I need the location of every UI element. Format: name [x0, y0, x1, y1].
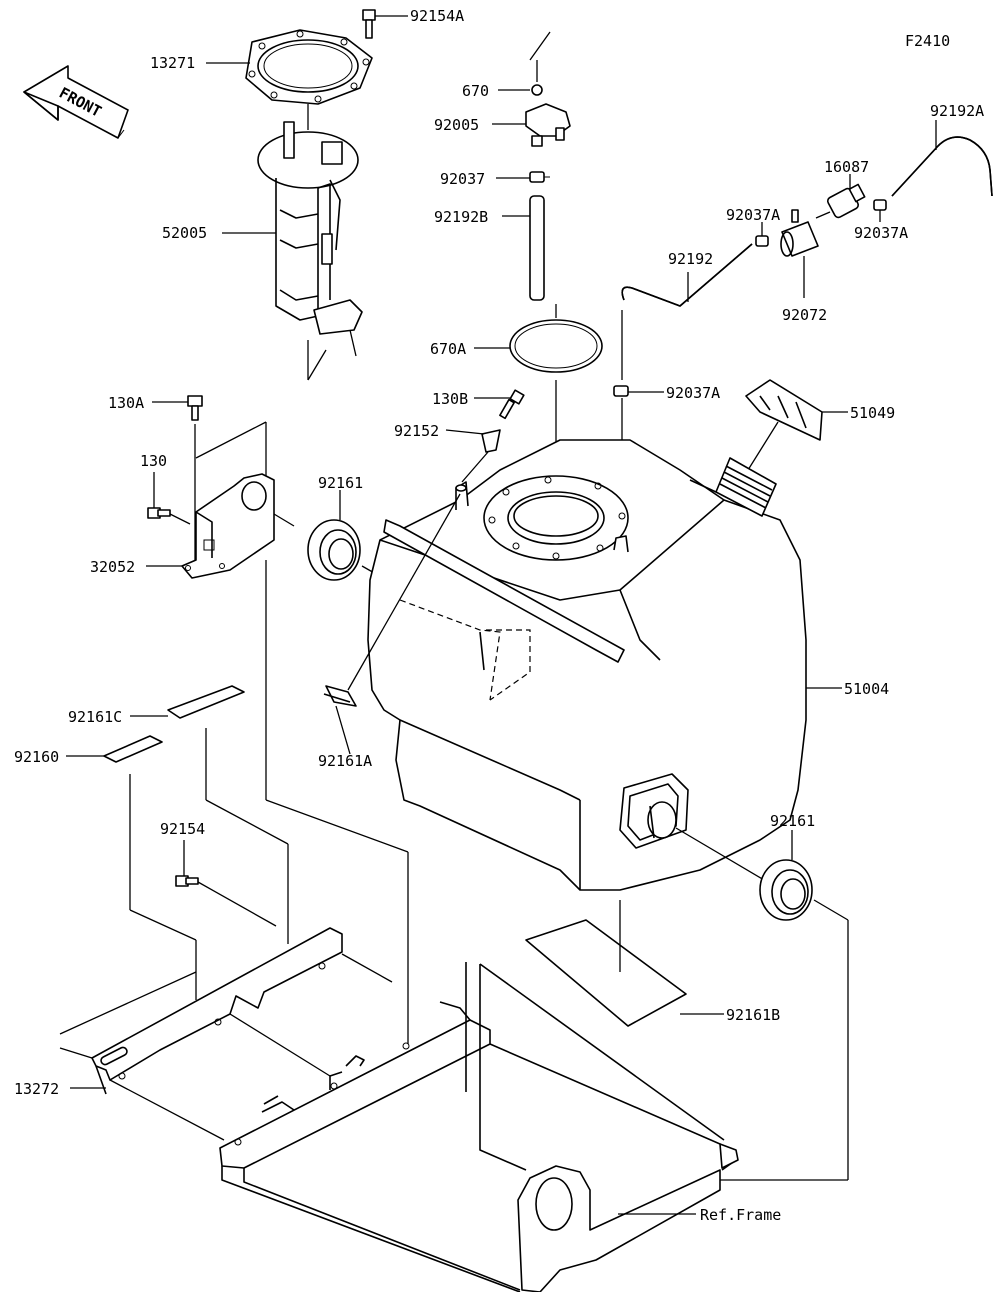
fuel-filter-16087	[815, 183, 866, 219]
fuel-tank-51004	[367, 439, 807, 891]
callout-92161A: 92161A	[318, 752, 372, 770]
reference-frame	[219, 962, 739, 1292]
callout-92161-right: 92161	[770, 812, 815, 830]
callout-92072: 92072	[782, 306, 827, 324]
grommet-92161-right	[759, 859, 813, 921]
bolt-130	[147, 507, 171, 519]
o-ring-670	[531, 84, 543, 96]
callout-92037: 92037	[440, 170, 485, 188]
callout-92192: 92192	[668, 250, 713, 268]
callout-92160: 92160	[14, 748, 59, 766]
callout-32052: 32052	[90, 558, 135, 576]
hose-92192	[621, 243, 753, 307]
fitting-92005	[525, 103, 571, 147]
bolt-130A	[187, 395, 203, 421]
o-ring-670A	[509, 319, 603, 373]
figure-code: F2410	[905, 32, 950, 50]
bracket-32052	[181, 473, 275, 579]
front-direction-arrow-icon: FRONT	[23, 65, 129, 139]
connector-92072	[780, 209, 819, 257]
callout-92037A-top: 92037A	[726, 206, 780, 224]
callout-130A: 130A	[108, 394, 144, 412]
grommet-92152	[481, 429, 501, 453]
bolt-92154A	[362, 9, 376, 39]
clamp-92037	[529, 171, 550, 183]
grommet-92161A	[323, 685, 357, 707]
callout-51049: 51049	[850, 404, 895, 422]
callout-52005: 52005	[162, 224, 207, 242]
bracket-13272	[91, 927, 343, 1095]
callout-670: 670	[462, 82, 489, 100]
callout-92005: 92005	[434, 116, 479, 134]
callout-92161B: 92161B	[726, 1006, 780, 1024]
grommet-92161-left	[307, 519, 361, 581]
callout-92192A: 92192A	[930, 102, 984, 120]
callout-92161C: 92161C	[68, 708, 122, 726]
callout-670A: 670A	[430, 340, 466, 358]
callout-92161-left: 92161	[318, 474, 363, 492]
pump-gasket-13271	[245, 29, 373, 105]
clamp-92037A-top	[755, 235, 769, 247]
bolt-92154	[175, 875, 199, 887]
callout-92154: 92154	[160, 820, 205, 838]
callout-92037A-right: 92037A	[854, 224, 908, 242]
pad-92161B	[525, 919, 687, 1027]
fuel-cap-51049	[745, 379, 823, 441]
bolt-130B	[499, 389, 525, 420]
callout-92154A: 92154A	[410, 7, 464, 25]
fuel-pump-52005	[257, 121, 363, 357]
callout-92037A-mid: 92037A	[666, 384, 720, 402]
callout-130B: 130B	[432, 390, 468, 408]
callout-13272: 13272	[14, 1080, 59, 1098]
callout-92192B: 92192B	[434, 208, 488, 226]
callout-16087: 16087	[824, 158, 869, 176]
callout-51004: 51004	[844, 680, 889, 698]
pad-92160	[103, 735, 163, 763]
clamp-92037A-right	[873, 199, 887, 211]
callout-130: 130	[140, 452, 167, 470]
pad-92161C	[167, 685, 245, 719]
callout-ref-frame: Ref.Frame	[700, 1206, 781, 1224]
callout-92152: 92152	[394, 422, 439, 440]
hose-92192A	[891, 136, 993, 197]
callout-13271: 13271	[150, 54, 195, 72]
clamp-92037A-mid	[613, 385, 629, 397]
hose-92192B	[529, 195, 545, 301]
